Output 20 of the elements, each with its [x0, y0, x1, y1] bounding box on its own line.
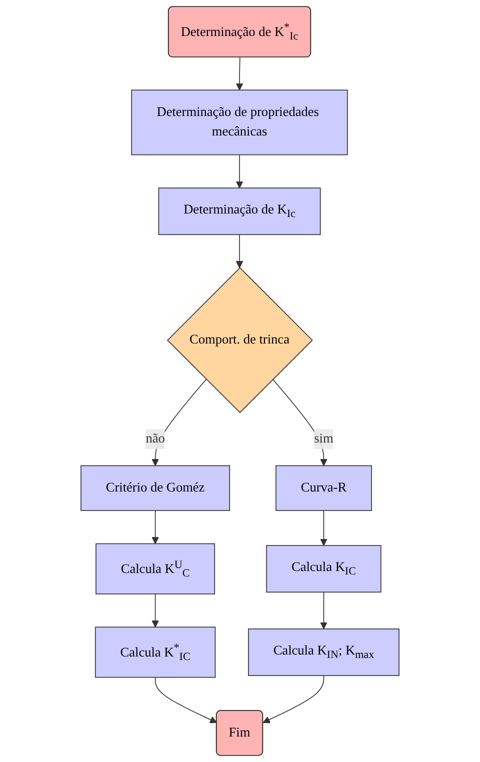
arrow: [236, 234, 244, 268]
edge-label: não: [146, 432, 165, 446]
arrow: [236, 154, 244, 188]
arrow: [154, 676, 218, 724]
arrow: [272, 378, 328, 466]
edge-label: sim: [314, 432, 334, 446]
node-diamond: Comport. de trinca: [166, 267, 313, 414]
node-box: Determinação de propriedades mecânicas: [131, 90, 348, 156]
node-box: Determinação de K$_{Ic}$: [158, 188, 321, 236]
arrow: [152, 594, 159, 628]
arrow: [320, 592, 328, 630]
arrow: [262, 675, 324, 724]
arrow: [152, 378, 207, 466]
node-box: Critério de Goméz: [80, 465, 230, 511]
node-box: Calcula K$_{IC}$: [266, 545, 382, 593]
node-box: Calcula K$_{IN}$; K$_{max}$: [248, 628, 400, 676]
arrow: [236, 56, 244, 90]
node-box: Curva-R: [276, 465, 372, 511]
arrow: [320, 510, 328, 546]
arrow: [152, 510, 159, 544]
